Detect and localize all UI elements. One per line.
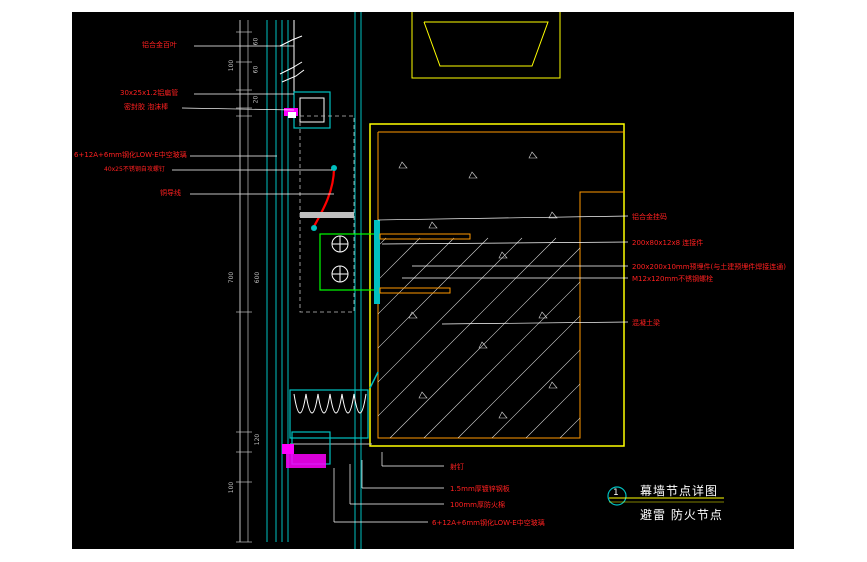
aggregate-mark: [498, 251, 508, 259]
aggregate-mark: [478, 341, 488, 349]
label-bolt: M12x120mm不锈钢螺栓: [632, 275, 714, 283]
label-hanger: 铝合金挂码: [632, 213, 667, 221]
cad-drawing-canvas: 铝合金百叶 30x25x1.2铝扁管 密封胶 泡沫棒 6+12A+6mm钢化LO…: [72, 12, 794, 549]
hatch-line: [457, 237, 624, 438]
hatch-line: [378, 237, 523, 438]
hatch-line: [378, 237, 387, 438]
dim-text-7: 120: [254, 433, 262, 446]
dim-text-3: 20: [252, 95, 260, 104]
label-copper-wire: 铜导线: [160, 189, 181, 197]
connector-bracket: [300, 212, 471, 304]
label-glass-upper: 6+12A+6mm钢化LOW-E中空玻璃: [74, 151, 187, 159]
label-connector: 200x80x12x8 连接件: [632, 239, 704, 247]
aggregate-mark: [398, 161, 408, 169]
detail-number: 1: [613, 488, 619, 498]
label-concrete-beam: 混凝土梁: [632, 319, 660, 327]
dim-text-6: 100: [228, 481, 236, 494]
hatch-line: [152, 238, 352, 438]
leader-line: [381, 241, 629, 245]
label-steel-plate: 1.5mm厚镀锌钢板: [450, 485, 510, 493]
dim-text-4: 700: [228, 271, 236, 284]
leader-lines: [172, 45, 629, 523]
dim-text-5: 600: [254, 271, 262, 284]
upper-structure-outline: [411, 12, 561, 79]
hatch-line: [389, 237, 591, 438]
drawing-subtitle: 避雷 防火节点: [640, 508, 723, 522]
firestop-assembly: [282, 371, 379, 468]
hatch-line: [378, 237, 489, 438]
aggregate-mark: [548, 381, 558, 389]
aggregate-mark: [498, 411, 508, 419]
aluminum-louver: [279, 20, 305, 92]
dimension-lines: [236, 20, 252, 543]
dim-text-1: 60: [252, 65, 260, 74]
leader-line: [441, 321, 629, 325]
aggregate-mark: [548, 211, 558, 219]
label-embedded-plate: 200x200x10mm预埋件(与土建预埋件焊接连通): [632, 263, 787, 271]
aggregate-mark: [408, 311, 418, 319]
hatch-line: [378, 237, 455, 438]
hatch-line: [378, 237, 421, 438]
label-aluminum-louver: 铝合金百叶: [142, 41, 177, 49]
title-block: [607, 486, 724, 506]
aggregate-mark: [538, 311, 548, 319]
curtain-wall-detail-drawing: [152, 12, 724, 549]
concrete-beam: [152, 123, 625, 447]
label-sealant: 密封胶 泡沫棒: [124, 103, 169, 111]
aggregate-mark: [418, 391, 428, 399]
aggregate-mark: [428, 221, 438, 229]
leader-line: [181, 107, 295, 111]
label-screw: 40x25不锈钢自攻螺钉: [104, 166, 165, 173]
hatch-line: [423, 237, 624, 438]
lightning-conductor: [311, 165, 337, 231]
dim-text-2: 100: [228, 59, 236, 72]
label-glass-lower: 6+12A+6mm钢化LOW-E中空玻璃: [432, 519, 545, 527]
dim-text-0: 60: [252, 37, 260, 46]
drawing-title: 幕墙节点详图: [640, 484, 719, 498]
leader-line: [377, 215, 629, 221]
aggregate-mark: [468, 171, 478, 179]
label-nail: 射钉: [450, 463, 464, 471]
label-aluminum-tube: 30x25x1.2铝扁管: [120, 89, 179, 97]
label-fire-wool: 100mm厚防火棉: [450, 501, 505, 509]
hatch-line: [378, 237, 557, 438]
hatch-line: [525, 237, 624, 438]
aggregate-mark: [528, 151, 538, 159]
